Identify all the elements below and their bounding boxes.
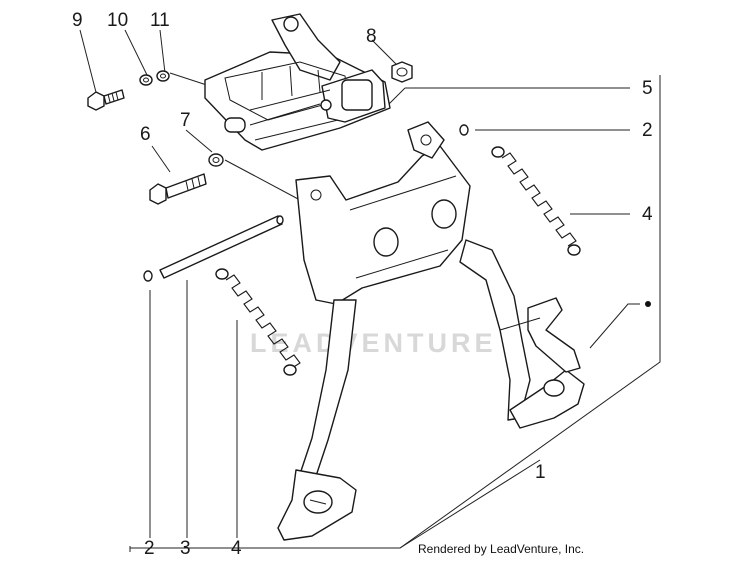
stand-part-1 (277, 121, 585, 541)
callout-4-right: 4 (642, 204, 653, 225)
circlip-part-2 (143, 124, 469, 282)
bracket-part-5 (204, 13, 391, 151)
washer-part-7 (208, 153, 224, 167)
callout-6: 6 (140, 124, 151, 145)
callout-1: 1 (535, 462, 546, 483)
watermark-text: LEADVENTURE (250, 328, 497, 358)
bullet-marker (645, 301, 651, 307)
spring-part-4-left (215, 268, 301, 376)
bolt-part-6 (149, 173, 207, 205)
callout-4-bottom: 4 (231, 538, 242, 559)
bolt-part-9 (87, 89, 125, 111)
callout-8: 8 (366, 26, 377, 47)
callout-3: 3 (180, 538, 191, 559)
callout-2-bottom: 2 (144, 538, 155, 559)
washer-part-10 (139, 74, 153, 86)
callout-11: 11 (150, 10, 170, 31)
callout-10: 10 (107, 10, 128, 31)
leader-lines (79, 29, 661, 552)
callout-7: 7 (180, 110, 191, 131)
callout-9: 9 (72, 10, 83, 31)
spring-part-4-right (491, 146, 581, 256)
nut-part-8 (391, 61, 413, 83)
render-credit: Rendered by LeadVenture, Inc. (418, 542, 584, 556)
pin-part-3 (159, 215, 284, 279)
callout-2-top: 2 (642, 120, 653, 141)
callout-5: 5 (642, 78, 653, 99)
washer-part-11 (156, 70, 170, 82)
